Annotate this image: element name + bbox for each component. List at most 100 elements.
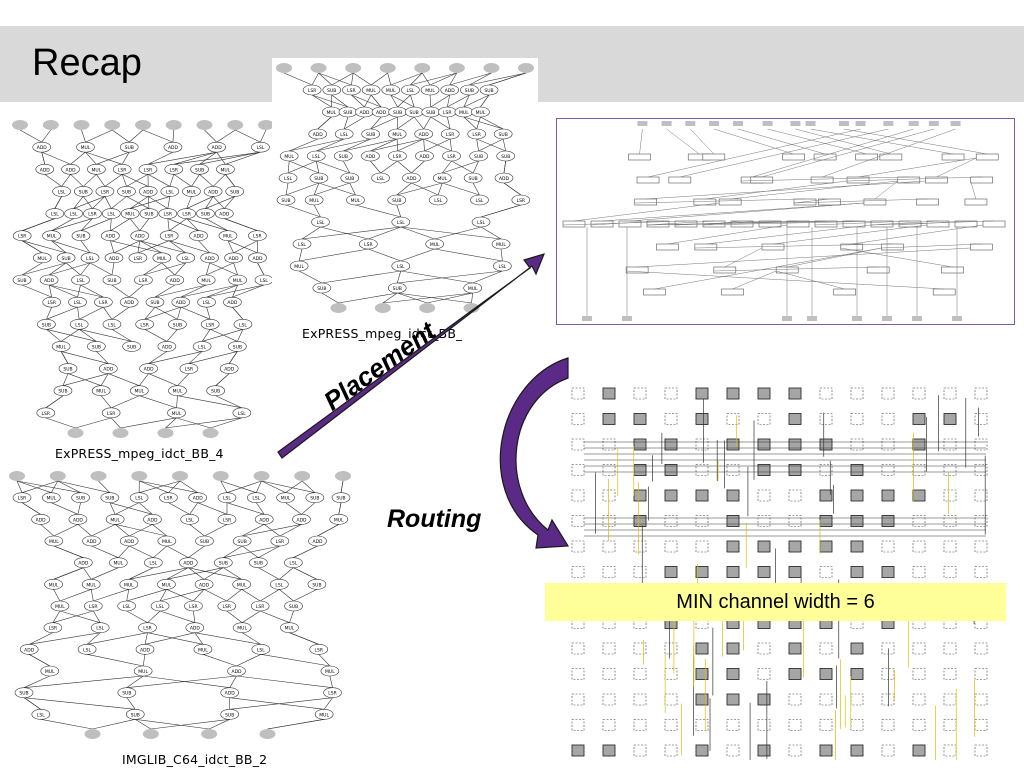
graph-edge bbox=[21, 262, 43, 276]
routing-used-block bbox=[633, 489, 647, 502]
graph-edge bbox=[169, 240, 210, 254]
graph-op-label: LSL bbox=[239, 322, 247, 328]
graph-edge bbox=[147, 151, 174, 165]
graph-edge bbox=[189, 502, 198, 515]
graph-edge bbox=[312, 94, 349, 108]
graph-op-label: MUL bbox=[351, 198, 361, 204]
graph-edge bbox=[503, 160, 506, 174]
graph-op-label: ADD bbox=[73, 517, 84, 523]
graph-edge bbox=[16, 480, 23, 493]
graph-op-node bbox=[87, 341, 106, 352]
graph-edge bbox=[476, 116, 481, 130]
graph-op-node bbox=[80, 252, 100, 264]
caption-bb1: ExPRESS_mpeg_idct_BB_1 bbox=[302, 326, 462, 341]
graph-edge bbox=[111, 284, 130, 298]
routing-used-block bbox=[726, 566, 740, 578]
graph-op-node bbox=[120, 208, 140, 219]
graph-op-label: SUB bbox=[42, 322, 51, 328]
graph-edge bbox=[161, 262, 176, 276]
graph-edge bbox=[139, 395, 177, 409]
graph-op-node bbox=[101, 208, 121, 219]
graph-op-node bbox=[112, 163, 132, 175]
graph-op-label: LSL bbox=[238, 411, 246, 417]
graph-edge bbox=[387, 72, 392, 86]
graph-io-node bbox=[12, 120, 28, 130]
graph-edge bbox=[199, 151, 261, 165]
graph-op-node bbox=[42, 230, 61, 242]
graph-op-label: SUB bbox=[233, 344, 242, 350]
graph-op-node bbox=[440, 84, 460, 96]
graph-op-label: LSL bbox=[223, 496, 231, 502]
graph-edge bbox=[51, 502, 79, 515]
routing-used-block bbox=[695, 668, 709, 680]
graph-op-label: ADD bbox=[225, 691, 236, 697]
graph-op-label: LSL bbox=[340, 132, 348, 138]
graph-edge bbox=[202, 328, 244, 342]
graph-op-node bbox=[150, 600, 170, 612]
graph-edge bbox=[112, 129, 130, 143]
routing-used-block bbox=[695, 387, 709, 400]
graph-op-node bbox=[425, 238, 444, 250]
placement-net bbox=[741, 176, 909, 182]
placement-net bbox=[752, 128, 914, 178]
graph-edge bbox=[321, 292, 339, 304]
graph-op-label: LSR bbox=[256, 604, 265, 610]
graph-op-node bbox=[101, 230, 120, 242]
graph-edge bbox=[80, 284, 104, 298]
graph-edge bbox=[285, 480, 303, 493]
graph-op-node bbox=[217, 600, 237, 612]
graph-edge bbox=[176, 417, 211, 429]
graph-edge bbox=[22, 240, 43, 254]
placement-net bbox=[730, 180, 898, 200]
graph-op-node bbox=[119, 296, 139, 308]
placement-cell bbox=[636, 176, 660, 184]
graph-edge bbox=[344, 116, 365, 130]
graph-edge bbox=[96, 174, 106, 187]
graph-edge bbox=[260, 654, 330, 667]
placement-cell bbox=[964, 198, 988, 206]
routing-grid-cell bbox=[757, 719, 771, 731]
graph-edge bbox=[159, 610, 195, 623]
graph-op-label: ADD bbox=[147, 517, 158, 523]
graph-edge bbox=[368, 226, 401, 240]
routing-used-block bbox=[664, 464, 678, 476]
graph-edge bbox=[41, 152, 46, 165]
graph-op-label: ADD bbox=[170, 278, 181, 284]
graph-edge bbox=[216, 151, 226, 165]
graph-op-node bbox=[308, 128, 328, 140]
graph-edge bbox=[338, 502, 342, 515]
graph-edge bbox=[126, 196, 150, 209]
graph-edge bbox=[227, 240, 234, 253]
graph-op-node bbox=[117, 186, 136, 197]
placement-cell bbox=[975, 153, 999, 161]
graph-io-node bbox=[112, 428, 129, 438]
graph-op-node bbox=[44, 535, 64, 547]
graph-io-node bbox=[483, 63, 500, 73]
graph-edge bbox=[91, 524, 116, 537]
placement-cell bbox=[932, 288, 956, 296]
graph-op-label: MUL bbox=[281, 496, 291, 502]
graph-edge bbox=[52, 610, 61, 623]
graph-op-node bbox=[227, 665, 246, 677]
graph-edge bbox=[233, 240, 258, 254]
graph-edge bbox=[188, 351, 238, 364]
graph-op-label: LSL bbox=[397, 220, 405, 226]
graph-op-label: SUB bbox=[144, 212, 153, 218]
graph-edge bbox=[148, 351, 168, 364]
graph-edge bbox=[59, 610, 101, 623]
graph-edge bbox=[323, 697, 333, 710]
placement-cell bbox=[562, 220, 586, 228]
graph-edge bbox=[104, 174, 123, 187]
graph-op-node bbox=[340, 172, 360, 184]
graph-edge bbox=[500, 248, 503, 262]
graph-op-label: LSL bbox=[476, 198, 484, 204]
graph-op-label: MUL bbox=[124, 582, 134, 588]
graph-op-node bbox=[71, 274, 90, 286]
graph-op-label: SUB bbox=[469, 176, 478, 182]
graph-op-label: LSR bbox=[189, 604, 198, 610]
graph-edge bbox=[154, 284, 175, 298]
routing-used-block bbox=[633, 515, 647, 527]
graph-edge bbox=[289, 610, 294, 623]
graph-op-node bbox=[346, 194, 365, 206]
graph-op-node bbox=[81, 579, 101, 590]
